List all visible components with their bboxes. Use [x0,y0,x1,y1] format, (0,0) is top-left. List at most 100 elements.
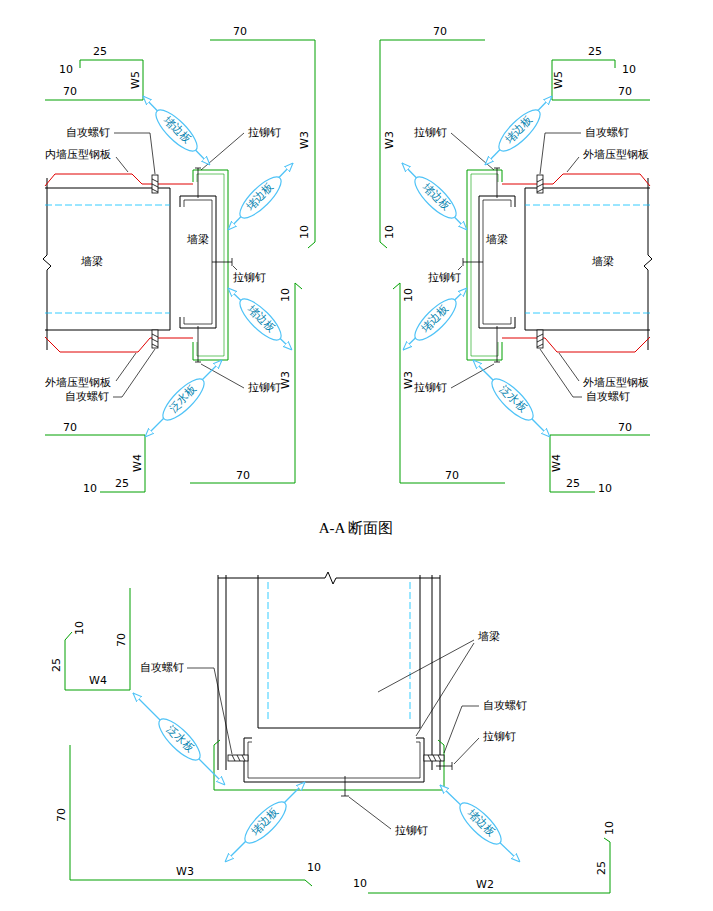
callout-ellipse: 堵边板 [232,169,287,224]
wall-beam [218,572,440,782]
leader-line [201,133,244,170]
fastener-symbol [232,755,245,761]
node-text: 墙梁 [486,234,508,247]
dimension-label: 25 [588,46,602,59]
leader-line [416,643,474,736]
fastener-symbol [228,755,452,796]
beam-tag: 墙梁 [483,232,511,249]
flashing-line [65,588,130,690]
fastener-symbol [195,326,201,362]
part-label: 自攻螺钉 [585,127,629,140]
beam-tag: 墙梁 [184,232,212,249]
dimension-label: 10 [604,821,617,835]
fastener-symbol [152,179,158,192]
profiled-panel [45,174,193,352]
dimension-label: W3 [384,131,397,149]
dimension-label: W3 [299,131,312,149]
wall-beam [180,196,216,328]
part-label: 自攻螺钉 [483,700,527,713]
wall-beam [43,178,216,350]
part-label: 内墙压型钢板 [45,149,111,162]
ellipse-outline [234,293,286,345]
part-label: 拉铆钉 [414,382,447,395]
ellipse-outline [454,797,506,849]
wall-beam [45,330,170,331]
wall-beam [45,188,170,189]
bottom-section [65,572,610,893]
wall-beam [218,572,440,584]
dimension-label: 70 [618,422,632,435]
callout-arrow [133,693,225,785]
dimension-label: 10 [59,64,73,77]
flashing-line [45,60,143,100]
dimension-label: W2 [476,879,494,892]
callout-arrow [225,782,305,862]
profiled-panel [45,337,193,352]
leader-line [349,797,391,829]
callout-ellipse: 堵边板 [407,169,462,224]
callout-arrow [228,288,292,350]
callout-ellipse: 堵边板 [452,795,507,850]
leader-line [116,353,136,381]
dimension-label: 70 [116,633,129,647]
callout-ellipse: 泛水板 [155,371,210,426]
beam-tag: 墙梁 [78,254,106,271]
part-label: 外墙压型钢板 [583,149,649,162]
dimension-label: 10 [384,225,397,239]
leader-line [201,364,244,388]
section-half-mirrored [380,40,652,492]
part-label: 拉铆钉 [248,127,281,140]
callout-ellipse: 堵边板 [491,102,546,157]
fastener-symbol [428,755,441,761]
ellipse-outline [157,373,209,425]
leader-line [113,133,244,397]
callout-arrow [440,785,520,862]
dimension-label: W5 [553,71,566,89]
fastener-symbol [341,776,349,796]
wall-beam [432,575,433,770]
part-label: 外墙压型钢板 [583,377,649,390]
center-line [410,582,411,720]
callout-ellipse: 堵边板 [148,102,203,157]
figure-caption: A-A 断面图 [319,519,394,538]
fastener-symbol [195,168,201,198]
ellipse-outline [493,104,545,156]
fastener-symbol [152,330,158,348]
dimension-label: 25 [596,861,609,875]
dimension-label: W5 [130,71,143,89]
dimension-label: 70 [618,86,632,99]
dimension-label: 70 [445,470,459,483]
part-label: 拉铆钉 [395,825,428,838]
leader-line [187,640,479,829]
part-label: 墙梁 [478,631,500,644]
part-label: 自攻螺钉 [586,391,630,404]
dimension-label: 10 [280,288,293,302]
dimension-label: W4 [132,454,145,472]
dimension-label: 10 [307,862,321,875]
profiled-panel [45,174,193,186]
beam-tag: 墙梁 [589,254,617,271]
flashing-line [190,283,302,483]
node-text: 墙梁 [592,256,614,269]
ellipse-outline [239,796,291,848]
dimension-label: 25 [566,478,580,491]
center-line [45,205,170,206]
leader-line [454,738,479,764]
dimension-label: 10 [353,878,367,891]
fastener-symbol [424,755,444,761]
flashing-line [45,40,315,492]
flashing-line [65,588,610,893]
ellipse-outline [409,293,461,345]
flashing-line [197,174,224,356]
fastener-symbol [228,755,248,761]
dimension-label: 70 [63,86,77,99]
dimension-label: 25 [93,46,107,59]
dimension-label: 10 [598,483,612,496]
fastener-symbol [436,762,452,770]
callout-arrow [143,96,293,437]
part-label: 拉铆钉 [483,731,516,744]
ellipse-outline [153,713,205,765]
callout-ellipse: 泛水板 [484,371,539,426]
callout-ellipse: 堵边板 [407,291,462,346]
